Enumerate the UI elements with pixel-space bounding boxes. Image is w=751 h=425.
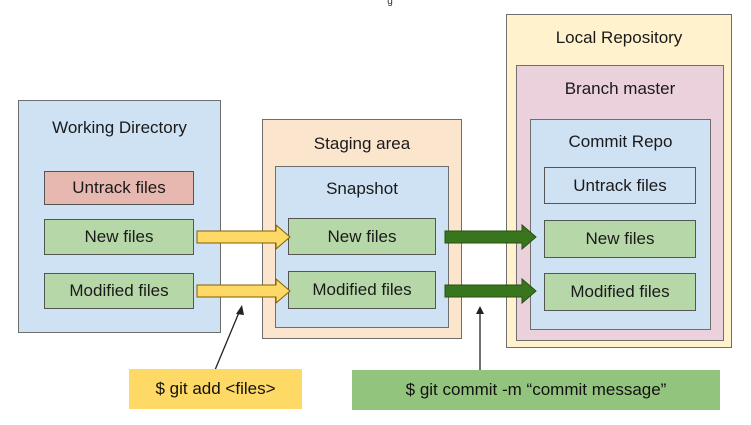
add-pointer-line: [214, 309, 241, 371]
wd-new-files: New files: [44, 219, 194, 255]
commit-arrow-modified: [444, 277, 537, 305]
branch-master-panel: Branch master Commit Repo Untrack files …: [516, 65, 724, 341]
local-repository-panel: Local Repository Branch master Commit Re…: [506, 14, 732, 348]
staging-area-panel: Staging area Snapshot New files Modified…: [262, 119, 462, 339]
add-arrow-new: [196, 223, 291, 251]
snapshot-title: Snapshot: [326, 179, 398, 198]
working-directory-panel: Working Directory Untrack files New file…: [18, 100, 221, 333]
commit-repo-panel: Commit Repo Untrack files New files Modi…: [530, 119, 711, 330]
git-commit-command: $ git commit -m “commit message”: [352, 370, 720, 410]
snapshot-new-files: New files: [288, 218, 436, 255]
top-cut-text: g: [387, 0, 393, 7]
staging-area-title: Staging area: [313, 134, 411, 153]
git-add-command: $ git add <files>: [129, 369, 302, 409]
snapshot-panel: Snapshot New files Modified files: [275, 166, 449, 328]
wd-modified-files: Modified files: [44, 273, 194, 309]
add-pointer-head: [236, 305, 244, 315]
working-directory-title: Working Directory: [52, 118, 187, 137]
snapshot-modified-files: Modified files: [288, 271, 436, 309]
commit-new-files: New files: [544, 220, 696, 258]
local-repository-title: Local Repository: [555, 28, 683, 47]
commit-arrow-new: [444, 223, 537, 251]
wd-untrack-files: Untrack files: [44, 171, 194, 205]
commit-pointer-head: [476, 306, 484, 314]
commit-modified-files: Modified files: [544, 273, 696, 311]
commit-untrack-files: Untrack files: [544, 167, 696, 204]
commit-repo-title: Commit Repo: [568, 132, 673, 151]
add-arrow-modified: [196, 277, 291, 305]
branch-master-title: Branch master: [564, 79, 676, 98]
